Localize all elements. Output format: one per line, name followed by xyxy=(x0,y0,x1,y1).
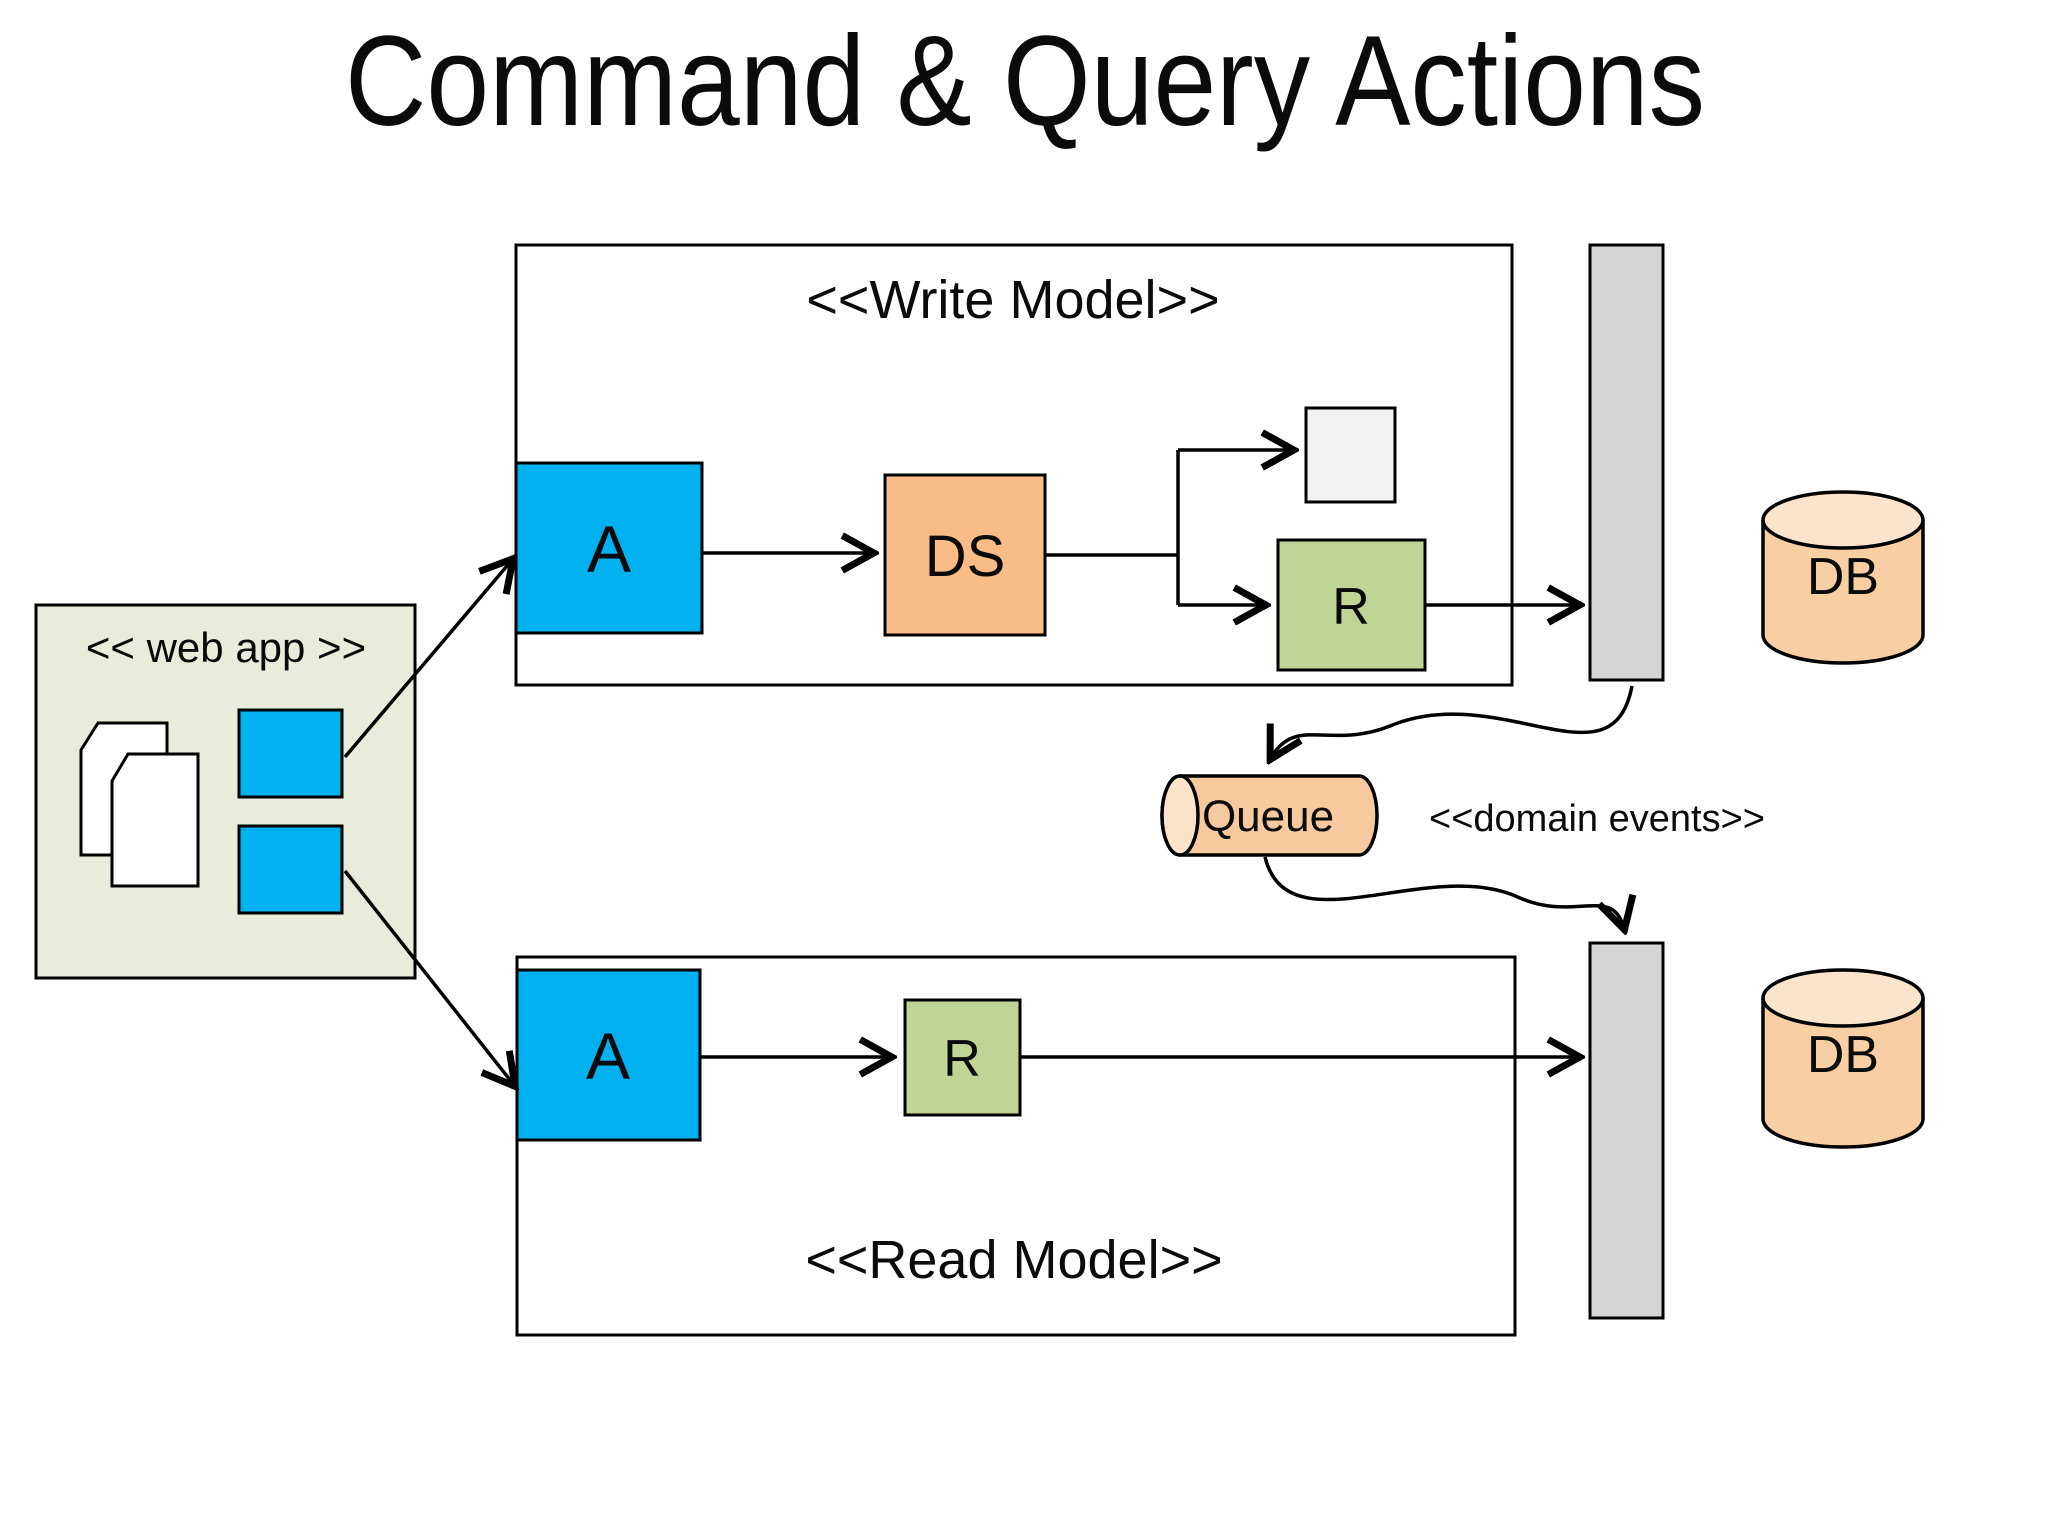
write-db-top xyxy=(1761,490,1925,550)
domain-service-label: DS xyxy=(925,524,1006,589)
write-db-label: DB xyxy=(1807,548,1879,606)
queue-cylinder-icon: Queue xyxy=(1160,774,1379,857)
read-repository-label: R xyxy=(943,1030,981,1088)
query-component-square xyxy=(237,824,344,915)
write-aggregate-box xyxy=(514,461,704,635)
arrow-webapp-to-write-aggregate xyxy=(343,560,512,759)
arrow-write-port-to-queue xyxy=(1271,685,1634,758)
queue-label: Queue xyxy=(1202,792,1334,841)
write-aggregate-label: A xyxy=(587,512,631,586)
domain-events-label: <<domain events>> xyxy=(1429,798,1765,840)
read-db-cylinder-icon: DB xyxy=(1761,968,1925,1149)
arrow-queue-to-read-port xyxy=(1263,856,1624,928)
domain-service-box xyxy=(883,473,1047,637)
event-placeholder-box xyxy=(1304,406,1397,504)
read-db-label: DB xyxy=(1807,1026,1879,1084)
read-repository-box xyxy=(903,998,1022,1117)
page-title: Command & Query Actions xyxy=(345,10,1705,153)
command-component-square xyxy=(237,708,344,799)
documents-icon xyxy=(79,721,200,888)
write-port-bar xyxy=(1588,243,1665,682)
read-db-top xyxy=(1761,968,1925,1028)
queue-cap xyxy=(1160,774,1200,857)
write-db-cylinder-icon: DB xyxy=(1761,490,1925,665)
document-front-icon xyxy=(110,752,200,888)
read-aggregate-label: A xyxy=(586,1019,630,1093)
arrow-webapp-to-read-aggregate xyxy=(343,869,514,1085)
read-db-body xyxy=(1761,998,1925,1149)
webapp-label: << web app >> xyxy=(86,624,366,671)
read-port-bar xyxy=(1588,941,1665,1320)
write-repository-label: R xyxy=(1332,578,1370,636)
write-db-body xyxy=(1761,520,1925,665)
write-model-label: <<Write Model>> xyxy=(806,270,1219,330)
read-model-label: <<Read Model>> xyxy=(805,1230,1222,1290)
read-aggregate-box xyxy=(515,968,702,1142)
